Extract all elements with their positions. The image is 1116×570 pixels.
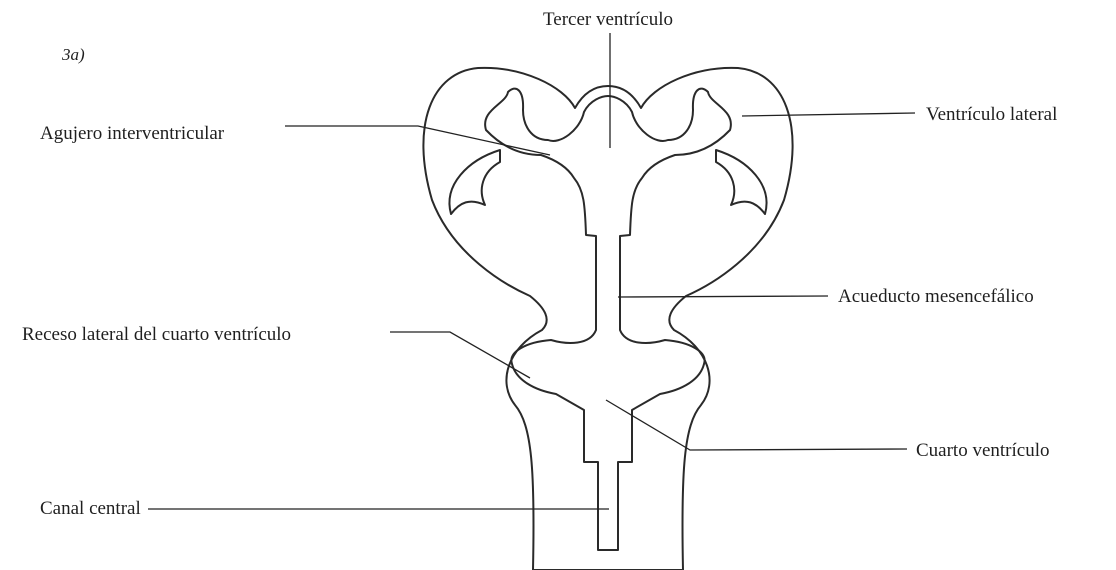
ventricular-cavity xyxy=(485,89,731,550)
lateral-ventricle-horn-right xyxy=(716,150,767,214)
neural-tissue xyxy=(423,68,792,570)
label-lateral-ventricle: Ventrículo lateral xyxy=(926,104,1057,125)
figure-number: 3a) xyxy=(61,45,85,64)
leader-lateral-ventricle xyxy=(742,113,915,116)
label-third-ventricle: Tercer ventrículo xyxy=(543,9,673,30)
label-lateral-recess: Receso lateral del cuarto ventrículo xyxy=(22,324,291,345)
label-central-canal: Canal central xyxy=(40,498,141,519)
leader-interventricular-foramen xyxy=(285,126,550,155)
leader-lateral-recess xyxy=(390,332,530,378)
leader-fourth-ventricle xyxy=(606,400,907,450)
leader-cerebral-aqueduct xyxy=(618,296,828,297)
label-fourth-ventricle: Cuarto ventrículo xyxy=(916,440,1050,461)
label-cerebral-aqueduct: Acueducto mesencefálico xyxy=(838,286,1034,307)
lateral-ventricle-horn-left xyxy=(449,150,500,214)
label-interventricular-foramen: Agujero interventricular xyxy=(40,123,225,144)
